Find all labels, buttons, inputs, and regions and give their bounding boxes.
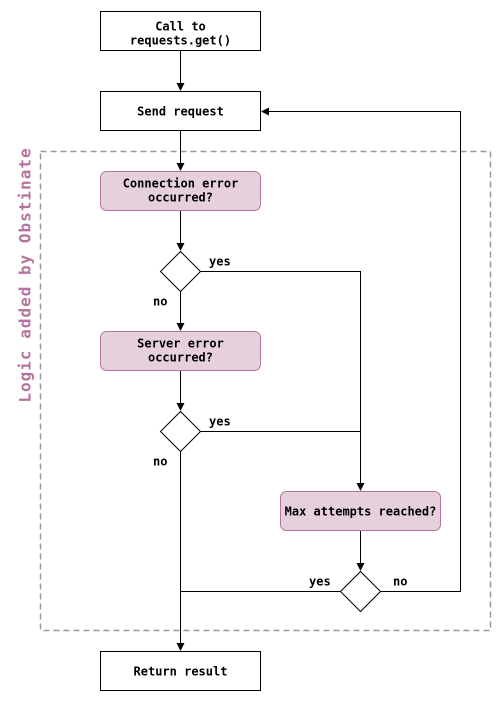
- decision-diamond-2: [159, 410, 202, 453]
- node-return-label: Return result: [134, 665, 228, 679]
- node-call: Call to requests.get(): [100, 11, 261, 51]
- node-conn-error-line1: Connection error: [123, 177, 239, 191]
- edge-d3-no: [261, 107, 461, 592]
- edge-d2-yes: [200, 431, 365, 491]
- edge-label-d3-yes: yes: [309, 575, 331, 589]
- edge-d1-yes: [200, 271, 361, 432]
- node-server-error-line1: Server error: [137, 337, 224, 351]
- node-conn-error: Connection error occurred?: [100, 171, 261, 211]
- edge-label-d1-no: no: [153, 295, 167, 309]
- node-send: Send request: [100, 91, 261, 131]
- node-call-line1: Call to: [155, 20, 206, 34]
- node-return: Return result: [100, 651, 261, 691]
- node-max-attempts: Max attempts reached?: [280, 491, 441, 531]
- region-label: Logic added by Obstinate: [16, 147, 35, 402]
- node-server-error: Server error occurred?: [100, 331, 261, 371]
- edge-label-d1-yes: yes: [209, 255, 231, 269]
- decision-diamond-3: [339, 570, 382, 613]
- edge-label-d3-no: no: [393, 575, 407, 589]
- node-server-error-line2: occurred?: [148, 351, 213, 365]
- node-call-line2: requests.get(): [130, 34, 231, 48]
- obstinate-region: [39, 150, 492, 632]
- edge-label-d2-no: no: [153, 455, 167, 469]
- node-send-label: Send request: [137, 105, 224, 119]
- node-conn-error-line2: occurred?: [148, 191, 213, 205]
- decision-diamond-1: [159, 250, 202, 293]
- node-max-attempts-label: Max attempts reached?: [285, 505, 437, 519]
- edge-label-d2-yes: yes: [209, 415, 231, 429]
